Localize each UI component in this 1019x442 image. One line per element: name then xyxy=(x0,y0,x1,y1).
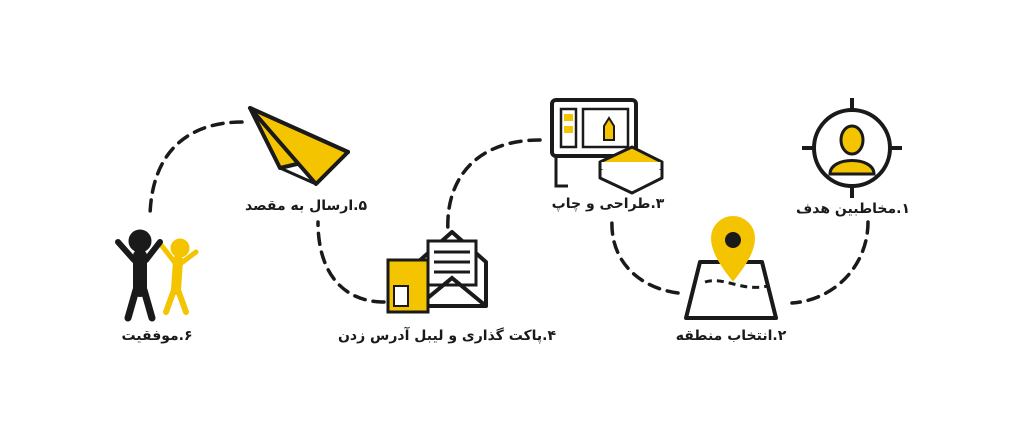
paper-plane-icon xyxy=(248,106,350,186)
connector-3-4 xyxy=(446,138,542,234)
target-person-icon xyxy=(802,98,902,198)
envelope-icon xyxy=(386,230,488,314)
step-label-6: ۶.موفقیت xyxy=(121,328,193,344)
connector-4-5 xyxy=(316,220,386,304)
celebrating-people-icon xyxy=(115,229,199,322)
step-label-3: ۳.طراحی و چاپ xyxy=(551,196,665,212)
connector-1-2 xyxy=(790,220,870,305)
connector-5-6 xyxy=(148,120,244,217)
printer-paper-icon xyxy=(550,98,664,195)
step-label-2: ۲.انتخاب منطقه xyxy=(675,328,787,344)
connector-2-3 xyxy=(610,218,680,295)
map-pin-icon xyxy=(684,216,778,320)
step-label-4: ۴.پاکت گذاری و لیبل آدرس زدن xyxy=(337,328,557,344)
step-label-5: ۵.ارسال به مقصد xyxy=(244,198,368,214)
step-label-1: ۱.مخاطبین هدف xyxy=(795,201,911,217)
